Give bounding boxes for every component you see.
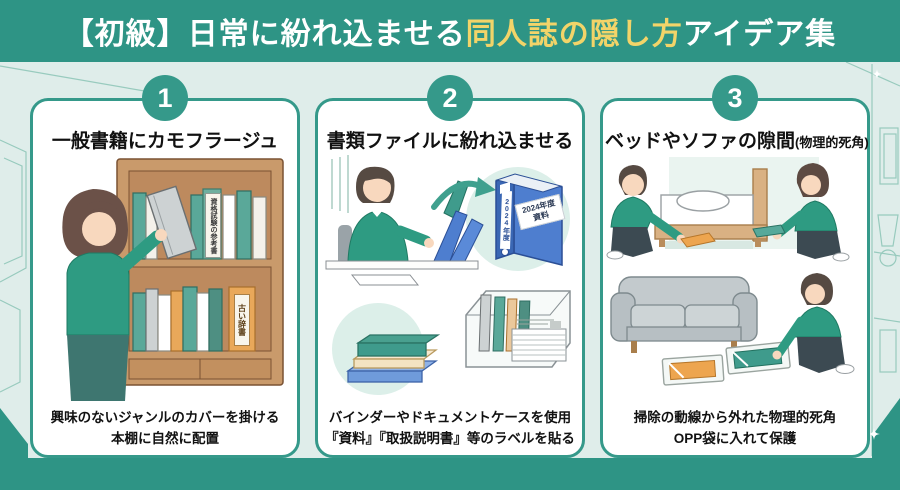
panel-3-heading-sub: (物理的死角) [795, 135, 869, 150]
paper-stack [511, 319, 567, 362]
panel-1-heading: 一般書籍にカモフラージュ [51, 131, 279, 152]
panel-3-heading-main: ベッドやソファの隙間 [605, 131, 796, 152]
curved-arrow-icon [431, 177, 496, 210]
camouflage-book [146, 185, 198, 260]
desk-scene [325, 166, 484, 286]
page-title: 【初級】日常に紛れ込ませる同人誌の隠し方アイデア集 [64, 9, 837, 53]
illustration-bed-sofa [603, 153, 867, 405]
man-figure-bed [606, 165, 716, 260]
step-1-number: 1 [157, 82, 173, 113]
binder-spine-label: 2024年度 [499, 190, 513, 250]
book-spine-label-reference: 資格試験の参考書 [205, 193, 221, 258]
panel-3-caption-line2: OPP袋に入れて保護 [673, 431, 797, 447]
panel-1-caption-line2: 本棚に自然に配置 [111, 431, 219, 447]
step-2-badge: 2 [427, 75, 473, 121]
middle-shelf-books [132, 286, 256, 352]
panel-2-heading: 書類ファイルに紛れ込ませる [326, 131, 574, 152]
bottom-band-strip [0, 458, 900, 490]
title-part-3: アイデア集 [682, 18, 837, 51]
book-spine-label-dictionary: 古い辞書 [234, 294, 250, 346]
panel-3-caption-line1: 掃除の動線から外れた物理的死角 [633, 409, 837, 425]
illustration-bookshelf: 資格試験の参考書 古い辞書 [33, 153, 297, 405]
panel-1-caption-line1: 興味のないジャンルのカバーを掛ける [50, 409, 280, 425]
opp-bags [661, 341, 791, 386]
panel-document-files: 2 書類ファイルに紛れ込ませる [315, 75, 585, 458]
panel-2-caption-line1: バインダーやドキュメントケースを使用 [328, 409, 572, 425]
step-3-number: 3 [727, 82, 743, 113]
room-lineart [0, 61, 900, 456]
panel-3-heading: ベッドやソファの隙間(物理的死角) [605, 126, 869, 153]
illustration-binder-desk: 2024年度 2024年度 資料 [318, 153, 582, 405]
panel-1-caption: 興味のないジャンルのカバーを掛ける 本棚に自然に配置 [33, 407, 297, 450]
title-part-1: 【初級】日常に紛れ込ませる [63, 18, 466, 51]
panel-2-caption: バインダーやドキュメントケースを使用 『資料』『取扱説明書』等のラベルを貼る [318, 407, 582, 450]
step-2-number: 2 [442, 82, 458, 113]
window-lineart [331, 155, 349, 213]
step-1-badge: 1 [142, 75, 188, 121]
woman-figure-bed [752, 163, 850, 262]
step-3-badge: 3 [712, 75, 758, 121]
title-part-highlight: 同人誌の隠し方 [465, 18, 683, 51]
book-stack [345, 334, 441, 383]
panel-3-caption: 掃除の動線から外れた物理的死角 OPP袋に入れて保護 [603, 407, 867, 450]
bed-scene [654, 168, 768, 249]
panel-bed-sofa-gaps: 3 ベッドやソファの隙間(物理的死角) [600, 75, 870, 458]
title-banner: 【初級】日常に紛れ込ませる同人誌の隠し方アイデア集 [0, 0, 900, 62]
man-figure-sofa [772, 273, 855, 374]
panel-2-caption-line2: 『資料』『取扱説明書』等のラベルを貼る [325, 431, 575, 447]
document-case [465, 290, 571, 368]
sofa-scene [610, 276, 758, 353]
panel-camouflage-books: 1 一般書籍にカモフラージュ [30, 75, 300, 458]
woman-figure [62, 189, 167, 401]
